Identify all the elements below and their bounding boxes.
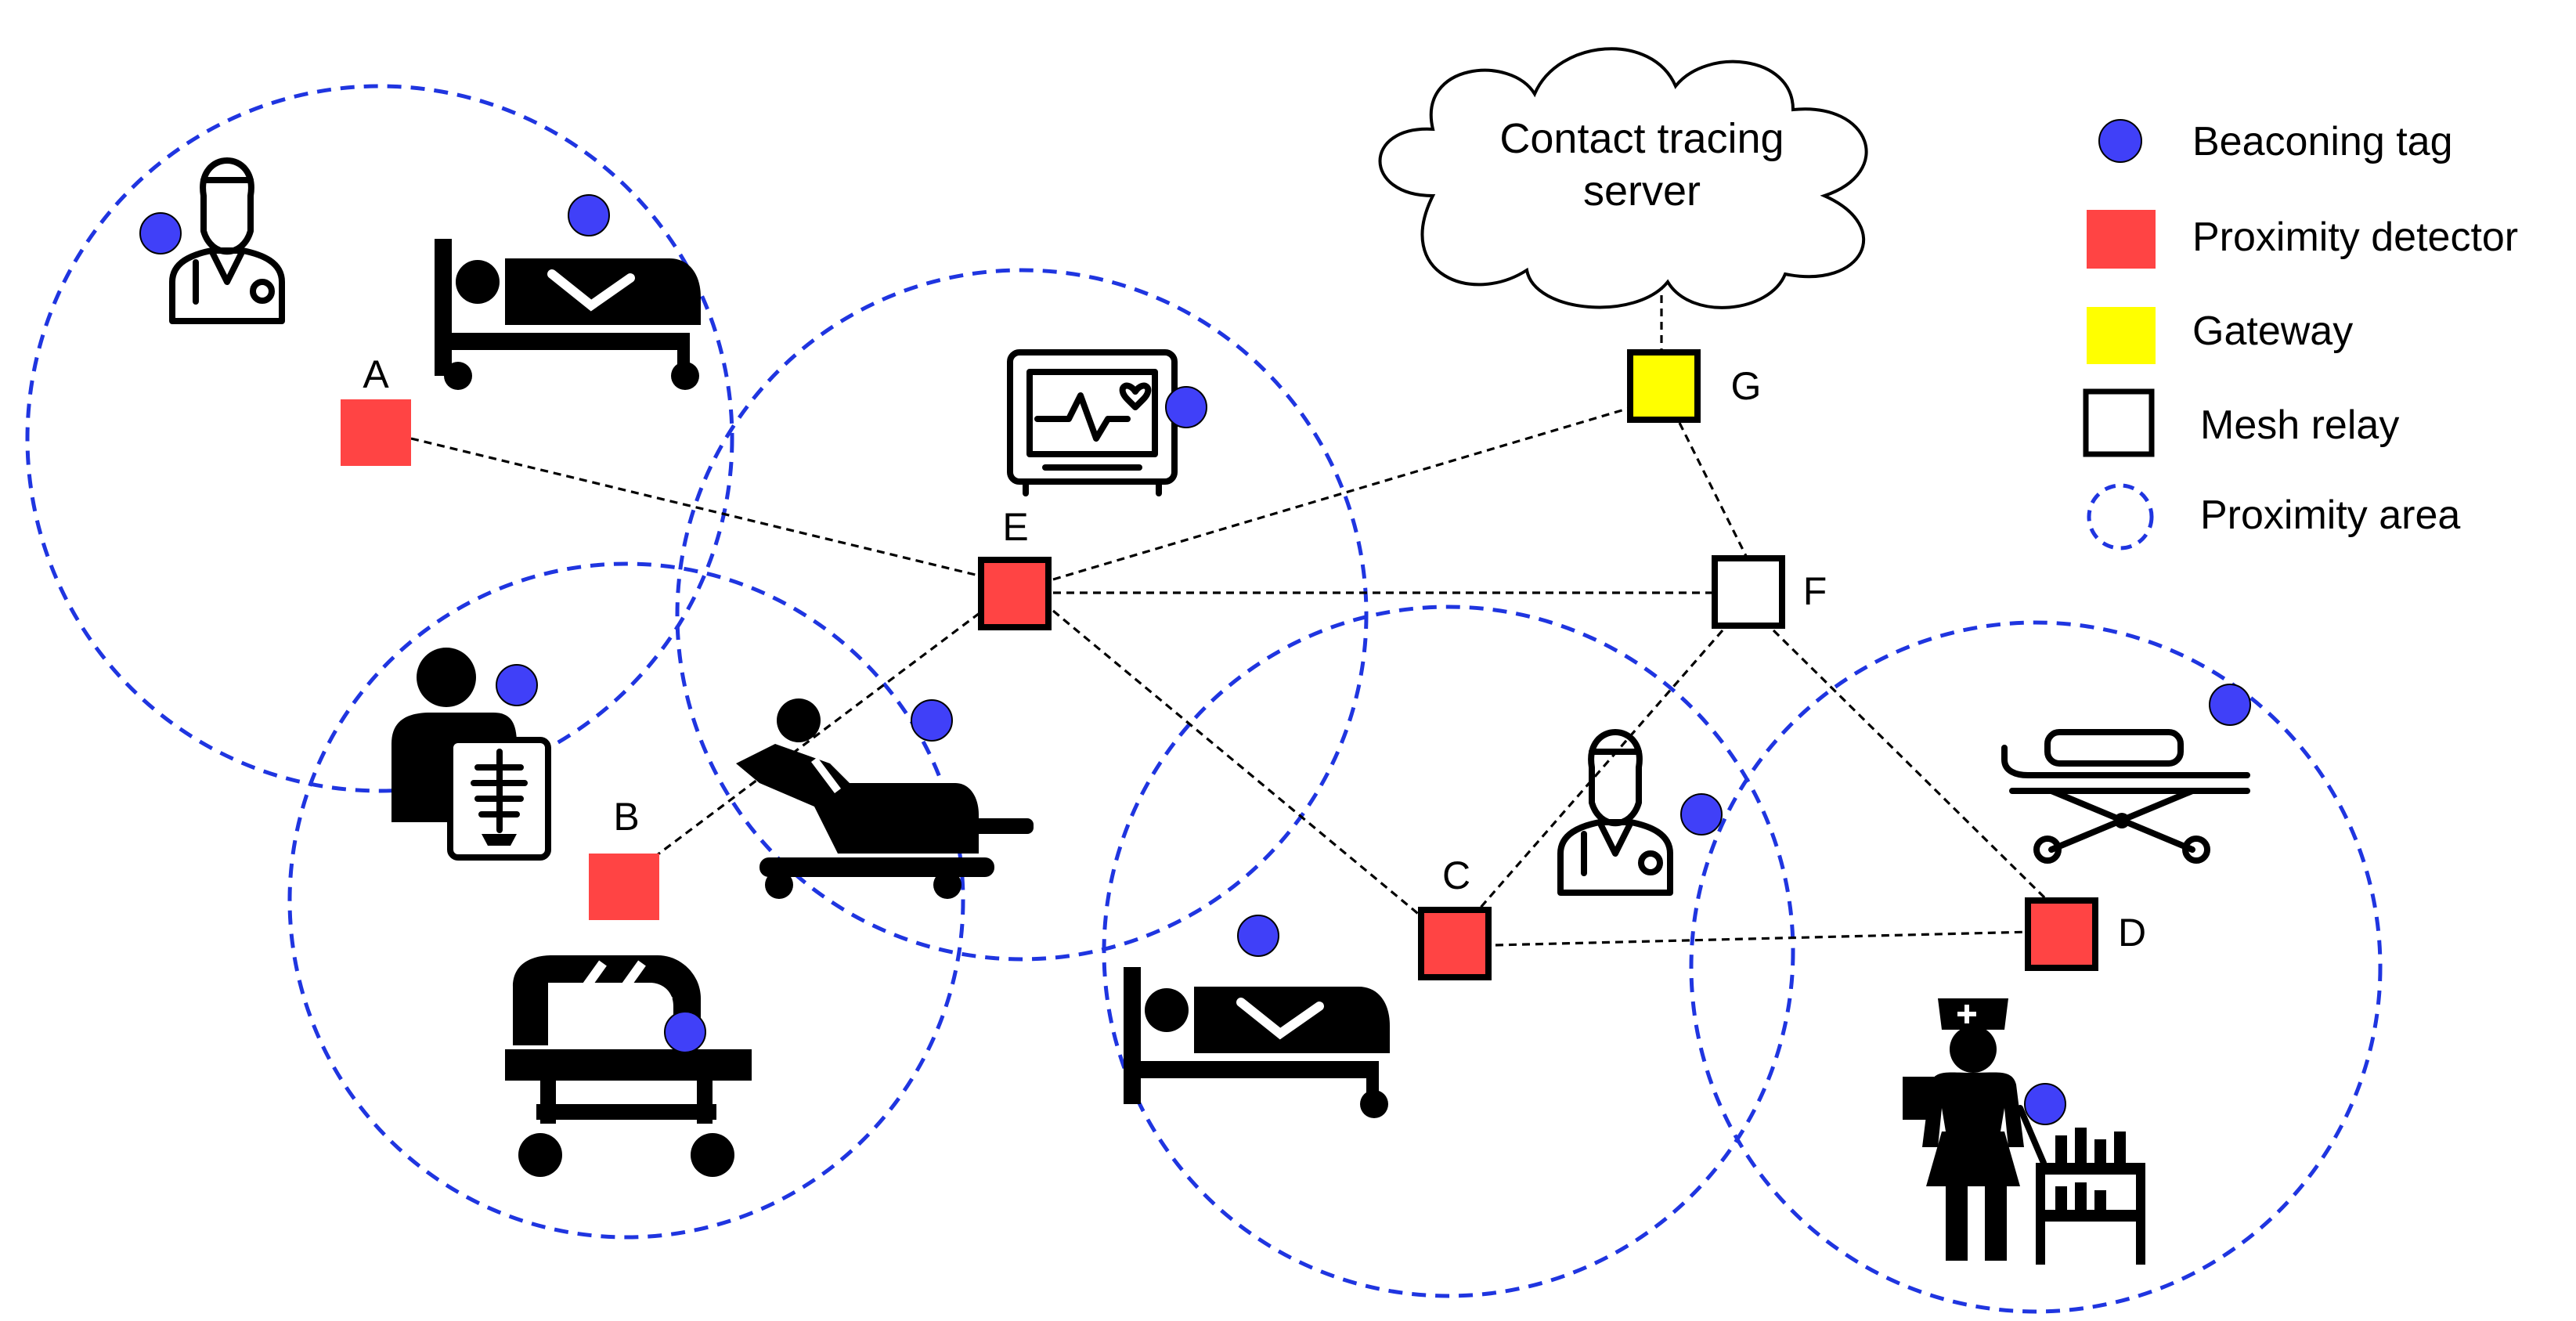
link-g-f (1678, 422, 1748, 557)
patient-in-bed-icon-2 (1124, 967, 1390, 1118)
beaconing-tag-stretcher (2209, 684, 2251, 726)
gateway-g (1627, 349, 1701, 423)
legend-detector-swatch (2087, 210, 2156, 269)
node-label-d: D (2118, 911, 2146, 955)
node-label-c: C (1442, 854, 1470, 897)
link-f-d (1772, 629, 2049, 902)
proximity-detector-c (1418, 907, 1492, 980)
beaconing-tag-xray (496, 664, 538, 706)
node-f: F (1712, 555, 1827, 629)
network-links (410, 282, 2049, 947)
node-d: D (2025, 897, 2146, 971)
proximity-detector-d (2025, 897, 2098, 971)
legend-tag-label: Beaconing tag (2192, 119, 2453, 164)
legend-tag-swatch (2098, 119, 2142, 163)
beaconing-tag-monitor (1165, 386, 1207, 428)
server-label-line2: server (1583, 168, 1701, 215)
stretcher-icon (2001, 729, 2250, 864)
node-label-a: A (363, 352, 389, 396)
node-a: A (341, 352, 411, 466)
link-a-e (410, 437, 980, 577)
node-g: G (1627, 349, 1762, 423)
proximity-detector-b (589, 854, 659, 920)
xray-patient-icon (391, 648, 551, 861)
legend-relay-label: Mesh relay (2200, 402, 2399, 448)
legend: Beaconing tag Proximity detector Gateway… (2083, 119, 2518, 550)
proximity-area-b (287, 561, 965, 1240)
legend-area-label: Proximity area (2200, 493, 2460, 538)
legend-relay-swatch (2083, 388, 2155, 457)
node-label-g: G (1731, 364, 1762, 408)
proximity-area-c (1102, 605, 1795, 1298)
beaconing-tag-doctor-c (1680, 793, 1723, 836)
beaconing-tag-chair (911, 699, 953, 742)
nurse-with-cart-icon (1903, 998, 2145, 1265)
doctor-icon-2 (1557, 729, 1673, 896)
proximity-areas (25, 84, 2383, 1314)
link-c-d (1495, 930, 2033, 947)
beaconing-tag-nurse (2024, 1083, 2066, 1125)
link-b-e (653, 609, 983, 859)
node-e: E (978, 505, 1052, 630)
scanner-bed-icon (505, 955, 752, 1177)
legend-detector-label: Proximity detector (2192, 215, 2518, 260)
beaconing-tag-patient-a (568, 194, 610, 236)
proximity-detector-a (341, 399, 411, 466)
node-label-e: E (1002, 505, 1028, 549)
node-label-f: F (1803, 569, 1827, 613)
proximity-area-e (675, 268, 1369, 962)
heart-monitor-icon (1007, 349, 1178, 496)
medical-chair-icon (736, 698, 1034, 899)
doctor-icon (169, 157, 285, 324)
node-c: C (1418, 854, 1492, 980)
patient-in-bed-icon (435, 239, 701, 390)
beaconing-tag-doctor-a (139, 212, 182, 254)
legend-gateway-label: Gateway (2192, 309, 2353, 354)
proximity-area-d (1689, 620, 2383, 1314)
node-label-b: B (613, 795, 639, 839)
legend-area-swatch (2087, 483, 2154, 550)
contact-tracing-server: Contact tracing server (1378, 47, 1868, 309)
link-e-g (1052, 406, 1633, 581)
beaconing-tag-patient-c (1237, 915, 1279, 957)
link-e-c (1052, 609, 1423, 918)
link-f-c (1478, 629, 1724, 910)
cloud-shape (1378, 47, 1868, 309)
legend-gateway-swatch (2087, 307, 2156, 364)
node-b: B (589, 795, 659, 920)
mesh-relay-f (1712, 555, 1785, 629)
server-label-line1: Contact tracing (1499, 115, 1784, 162)
proximity-detector-e (978, 557, 1052, 630)
beaconing-tag-scanner (664, 1011, 706, 1053)
proximity-area-a (25, 84, 734, 793)
